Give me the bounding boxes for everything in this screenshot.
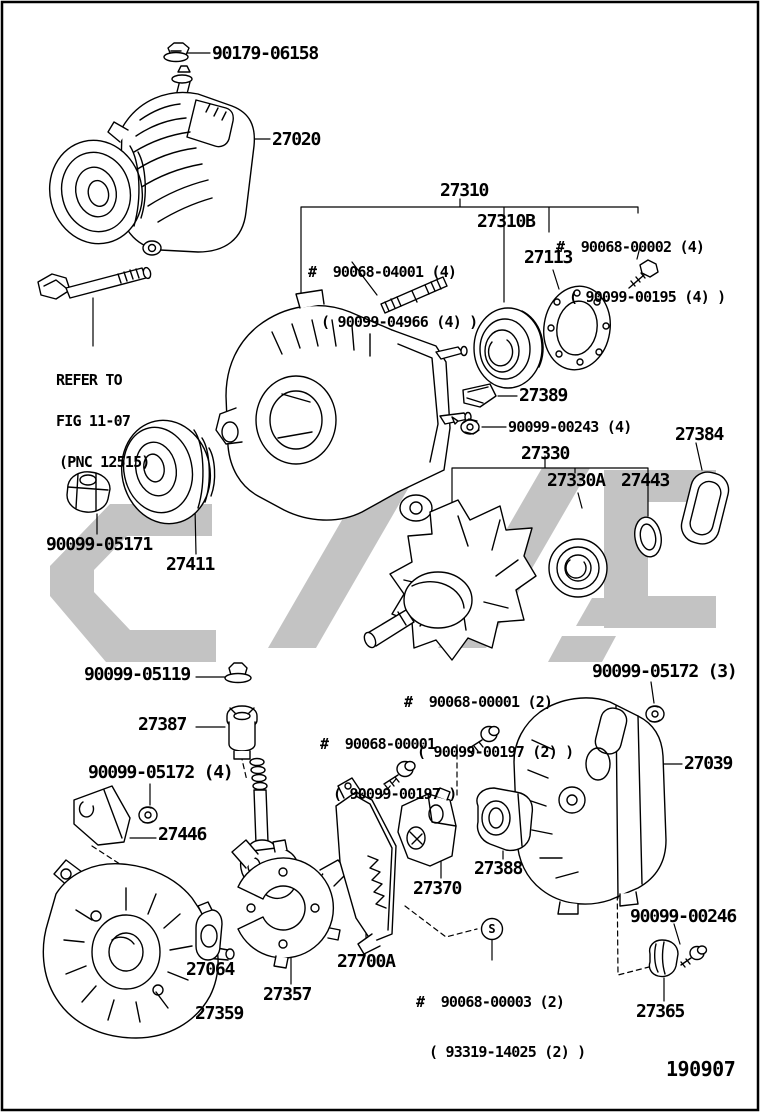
callout-90099-05172-3: 90099-05172 (3) [592, 661, 738, 682]
callout-27365: 27365 [636, 1001, 685, 1022]
callout-27388: 27388 [474, 858, 523, 879]
rotor-drawing [363, 499, 537, 661]
callout-27330: 27330 [521, 443, 570, 464]
callout-27310B: 27310B [477, 211, 536, 232]
regulator-drawing [335, 777, 397, 955]
rectifier-drawing [231, 839, 349, 969]
callout-90068-00001-q2: # 90068-00001 (2) ( 90099-00197 (2) ) [404, 661, 574, 793]
part-number-alt: ( 90099-00195 (4) ) [569, 287, 726, 306]
callout-27370: 27370 [413, 878, 462, 899]
callout-27039: 27039 [684, 753, 733, 774]
callout-90099-05119: 90099-05119 [84, 664, 191, 685]
callout-27020: 27020 [272, 129, 321, 150]
rear-housing-drawing [42, 859, 235, 1039]
part-number-main: # 90068-04001 (4) [308, 263, 457, 281]
callout-27064: 27064 [186, 959, 235, 980]
callout-27330A: 27330A [547, 470, 606, 491]
callout-90068-00002: # 90068-00002 (4) ( 90099-00195 (4) ) [556, 206, 726, 338]
callout-27357: 27357 [263, 984, 312, 1005]
bolt-90099-00246-drawing [680, 945, 708, 968]
retainer-ring-drawing [634, 516, 662, 558]
front-bearing-drawing [473, 307, 544, 389]
leader-lines [92, 52, 703, 1013]
insulator-27387-drawing [226, 705, 258, 760]
pulley-nut-drawing [66, 471, 111, 513]
callout-27387: 27387 [138, 714, 187, 735]
callout-90068-00001: # 90068-00001 ( 90099-00197 ) [320, 703, 457, 835]
callout-90099-05171: 90099-05171 [46, 534, 153, 555]
terminal-insulator-drawing [462, 383, 497, 408]
seal-ring-drawing [195, 901, 223, 961]
part-number-alt: ( 90099-00197 ) [333, 784, 457, 803]
callout-27411: 27411 [166, 554, 215, 575]
nut-90099-00243-drawing [451, 416, 480, 435]
callout-27384: 27384 [675, 424, 724, 445]
rectifier-holder-drawing [476, 787, 534, 852]
part-number-alt: ( 90099-04966 (4) ) [321, 312, 478, 331]
nut-90179-drawing [163, 42, 190, 63]
callout-90068-04001: # 90068-04001 (4) ( 90099-04966 (4) ) [308, 231, 478, 363]
nut-90099-05119-drawing [224, 662, 252, 684]
small-bolt-drawing [467, 725, 500, 756]
end-cover-drawing [680, 471, 730, 545]
callout-27389: 27389 [519, 385, 568, 406]
callout-90099-05172-4: 90099-05172 (4) [88, 762, 234, 783]
callout-90068-00003: # 90068-00003 (2) ( 93319-14025 (2) ) [416, 961, 586, 1093]
callout-90099-00246: 90099-00246 [630, 906, 737, 927]
pivot-bolt-drawing [37, 266, 152, 300]
rear-bearing-drawing [548, 538, 608, 598]
bearing-retainer-drawing [543, 285, 611, 371]
refer-line: REFER TO [56, 370, 123, 389]
refer-note: REFER TO FIG 11-07 (PNC 12515) [56, 346, 150, 498]
refer-line: FIG 11-07 [56, 411, 131, 430]
small-bolt-drawing [383, 760, 416, 791]
stud-bolt-drawing [380, 276, 448, 314]
callout-27310: 27310 [440, 180, 489, 201]
callout-90099-00243: 90099-00243 (4) [508, 418, 632, 436]
terminal-cap-drawing [648, 939, 679, 978]
front-housing-drawing [215, 289, 472, 522]
bolt-90068-00002-drawing [628, 259, 659, 289]
part-number-alt: ( 90099-00197 (2) ) [417, 742, 574, 761]
nut-90099-05172-3-drawing [645, 705, 665, 723]
callout-90179-06158: 90179-06158 [212, 43, 319, 64]
brush-holder-drawing [397, 787, 457, 867]
rear-end-cover-drawing [513, 697, 667, 915]
part-number-alt: ( 93319-14025 (2) ) [429, 1042, 586, 1061]
figure-code: 190907 [666, 1057, 736, 1081]
callout-27443: 27443 [621, 470, 670, 491]
part-number-main: # 90068-00003 (2) [416, 993, 565, 1011]
part-number-main: # 90068-00002 (4) [556, 238, 705, 256]
callout-27359: 27359 [195, 1003, 244, 1024]
screw-symbol-circle [480, 917, 504, 941]
part-number-main: # 90068-00001 (2) [404, 693, 553, 711]
part-number-main: # 90068-00001 [320, 735, 436, 753]
alternator-assembly-drawing [48, 65, 256, 256]
callout-27446: 27446 [158, 824, 207, 845]
callout-27113: 27113 [524, 247, 573, 268]
callout-27700A: 27700A [337, 951, 396, 972]
refer-line: (PNC 12515) [59, 453, 150, 472]
bracket-plate-drawing [73, 785, 131, 846]
pulley-drawing [120, 419, 216, 525]
screw-symbol-letter: S [488, 922, 496, 936]
nut-90099-05172-4-drawing [138, 806, 158, 824]
